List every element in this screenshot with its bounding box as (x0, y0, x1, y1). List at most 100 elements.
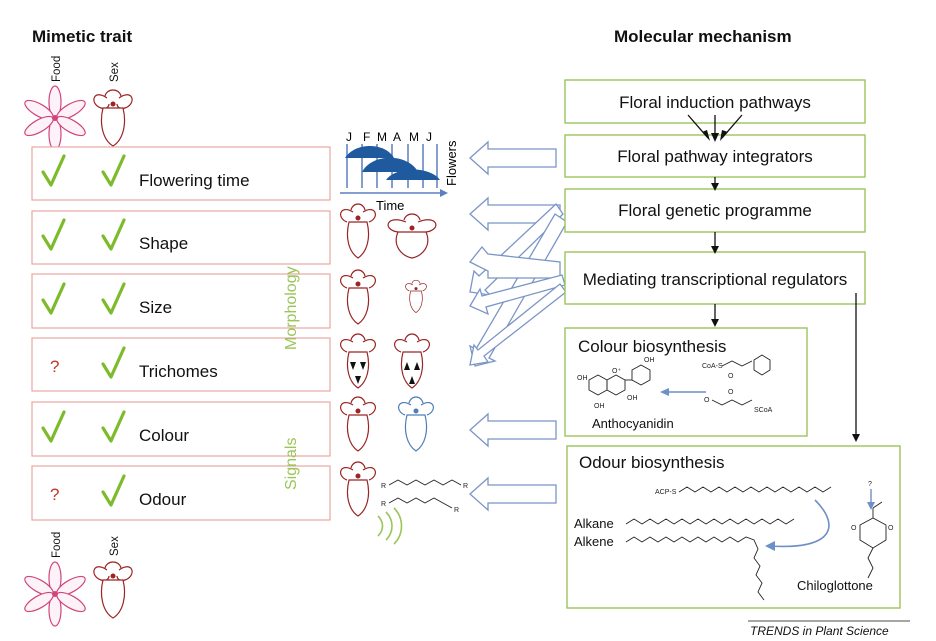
morphology-group-label: Morphology (283, 266, 300, 350)
trait-box (31, 146, 331, 201)
orchid-flower-wide-icon (387, 213, 437, 259)
time-axis-label: Time (376, 198, 404, 213)
svg-text:R: R (454, 507, 459, 514)
hollow-arrow (469, 476, 557, 512)
month-label: F (363, 130, 370, 144)
sex-column-label-bottom: Sex (109, 536, 121, 556)
svg-text:O: O (888, 525, 894, 532)
month-label: A (393, 130, 401, 144)
svg-text:O: O (728, 373, 734, 380)
synthesis-arrow (769, 499, 830, 548)
hollow-arrow (468, 245, 561, 279)
svg-text:R: R (463, 483, 468, 490)
journal-credit: TRENDS in Plant Science (750, 624, 889, 638)
colour-biosynthesis-box (564, 327, 808, 437)
svg-text:R: R (381, 501, 386, 508)
food-check-icon (41, 218, 66, 251)
food-column-label-bottom: Food (51, 532, 63, 558)
anthocyanidin-label: Anthocyanidin (592, 416, 674, 431)
odour-chain-structures: R R R R (381, 479, 468, 514)
trait-label: Odour (139, 490, 187, 509)
food-unknown-mark: ? (50, 485, 59, 504)
bottom-sex-column-header: Sex (93, 536, 133, 619)
flowers-axis-label: Flowers (444, 140, 459, 186)
svg-text:O: O (728, 389, 734, 396)
orchid-flower-blue-icon (398, 396, 434, 452)
sex-check-icon (101, 410, 126, 443)
mechanism-label: Floral genetic programme (618, 201, 812, 220)
trait-row: Colour (31, 401, 331, 457)
food-check-icon (41, 154, 66, 187)
colour-flower-icons (340, 396, 434, 452)
precursor-structures: CoA-S O O SCoA O (702, 354, 773, 414)
odour-biosynthesis-box (566, 445, 901, 609)
mechanism-label: Floral induction pathways (619, 93, 811, 112)
orchid-flower-icon (340, 269, 376, 325)
top-food-column-header: Food (24, 56, 86, 151)
top-sex-column-header: Sex (93, 62, 133, 147)
food-check-icon (41, 410, 66, 443)
trait-box (31, 210, 331, 265)
colour-biosynthesis-panel: Colour biosynthesis OH O⁺ OH OH OH Antho… (564, 327, 808, 437)
flowering-period (345, 146, 394, 158)
svg-text:ACP-S: ACP-S (655, 489, 677, 496)
flowering-period (362, 157, 418, 172)
bottom-food-column-header: Food (24, 532, 86, 627)
scent-waves (377, 507, 403, 545)
molecular-mechanism-heading: Molecular mechanism (614, 27, 792, 46)
orchid-flower-icon (340, 461, 376, 517)
svg-text:CoA-S: CoA-S (702, 363, 723, 370)
sex-check-icon (101, 218, 126, 251)
orchid-flower-trichome-icon (394, 333, 430, 389)
mechanism-label: Mediating transcriptional regulators (583, 270, 848, 289)
trait-row: Shape (31, 210, 331, 265)
size-flower-icons (340, 269, 427, 325)
trait-label: Shape (139, 234, 188, 253)
trait-box (31, 401, 331, 457)
chiloglottone-structure: O O (851, 501, 894, 579)
shape-flower-icons (340, 203, 437, 259)
food-flower-icon (24, 85, 86, 151)
sex-check-icon (101, 346, 126, 379)
flowering-period (386, 169, 440, 180)
pathway-flow-arrows (687, 114, 860, 442)
trait-row: ? Trichomes (31, 337, 331, 392)
sex-column-label: Sex (109, 62, 121, 82)
orchid-flower-small-icon (405, 279, 427, 314)
svg-text:O: O (851, 525, 857, 532)
hollow-arrow (469, 283, 567, 366)
sex-flower-icon-bottom (93, 561, 133, 619)
svg-text:OH: OH (627, 395, 638, 402)
svg-text:OH: OH (594, 403, 605, 410)
orchid-flower-trichome-icon (340, 333, 376, 389)
odour-biosynthesis-title: Odour biosynthesis (579, 453, 725, 472)
month-label: J (346, 130, 352, 144)
trait-row: Size (31, 273, 331, 329)
month-label: M (409, 130, 419, 144)
svg-text:OH: OH (577, 375, 588, 382)
mechanism-label: Floral pathway integrators (617, 147, 813, 166)
mechanism-to-trait-arrows (468, 140, 568, 512)
trait-label: Trichomes (139, 362, 218, 381)
sex-check-icon (101, 282, 126, 315)
hollow-arrow (469, 412, 557, 448)
trichome-flower-icons (340, 333, 430, 389)
alkane-label: Alkane (574, 516, 614, 531)
mimetic-trait-heading: Mimetic trait (32, 27, 132, 46)
food-flower-icon-bottom (24, 561, 86, 627)
trait-label: Flowering time (139, 171, 250, 190)
mechanism-box (564, 251, 866, 305)
month-label: M (377, 130, 387, 144)
food-column-label: Food (51, 56, 63, 82)
trait-box (31, 337, 331, 392)
chiloglottone-label: Chiloglottone (797, 578, 873, 593)
flowering-timeline: J F M A M J Time Flowers (340, 130, 459, 213)
sex-check-icon (101, 154, 126, 187)
svg-text:R: R (381, 483, 386, 490)
hollow-arrow (469, 274, 566, 316)
odour-flower-icons: R R R R (340, 461, 468, 545)
hollow-arrow (469, 140, 557, 176)
svg-text:SCoA: SCoA (754, 407, 773, 414)
sex-flower-icon (93, 89, 133, 147)
